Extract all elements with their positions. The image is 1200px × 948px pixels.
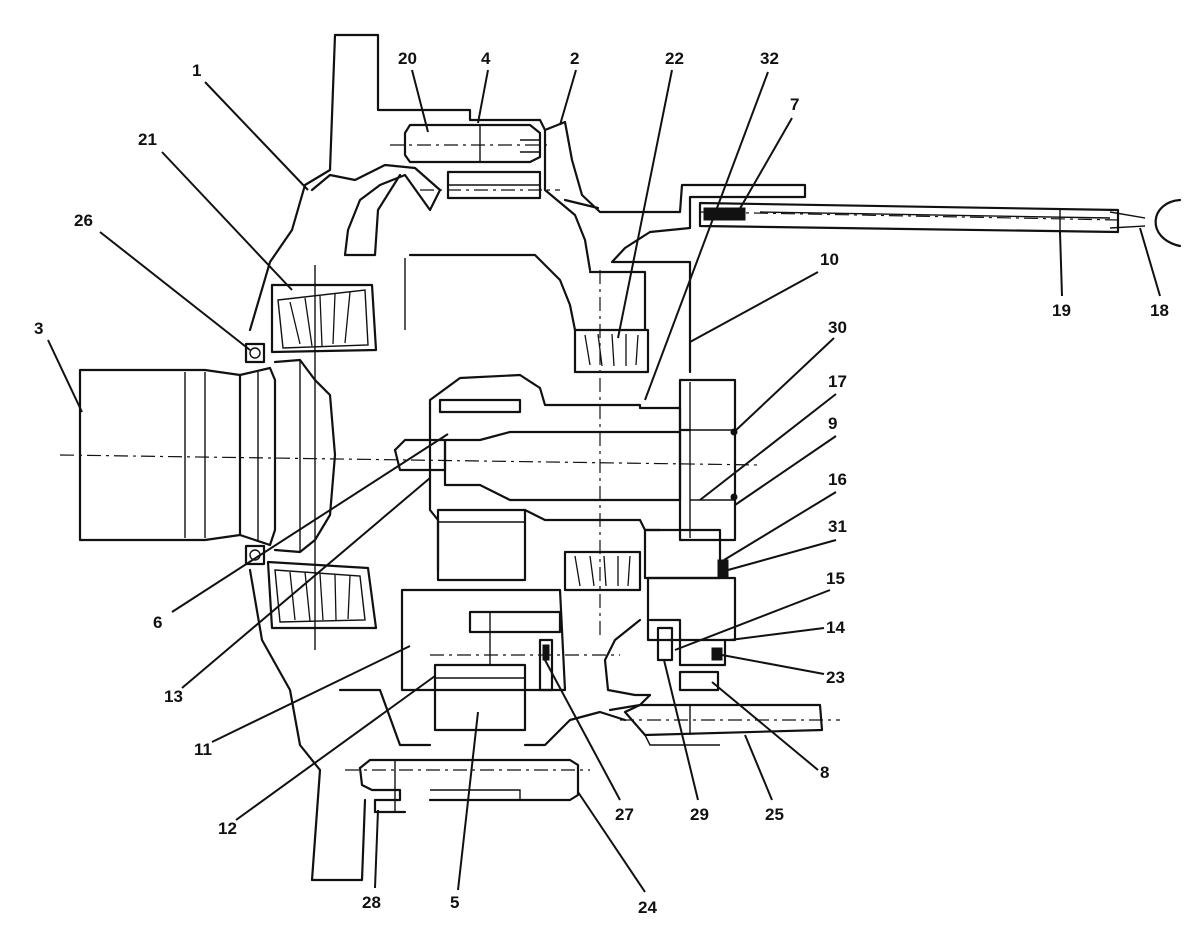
- callout-2: 2: [570, 49, 579, 68]
- callout-24: 24: [638, 898, 657, 917]
- leader-17: [699, 393, 837, 501]
- callout-18: 18: [1150, 301, 1169, 320]
- right-cover-stack: [643, 378, 738, 580]
- planet-bearing-upper: [573, 270, 650, 374]
- callout-32: 32: [760, 49, 779, 68]
- leader-22: [617, 69, 673, 339]
- leader-11: [211, 645, 411, 743]
- callout-8: 8: [820, 763, 829, 782]
- callout-labels: 1 2 3 4 5 6 7 8 9 10 11 12 13 14 15 16 1…: [34, 49, 1169, 917]
- callout-7: 7: [790, 95, 799, 114]
- callout-3: 3: [34, 319, 43, 338]
- callout-27: 27: [615, 805, 634, 824]
- leader-23: [721, 654, 825, 675]
- leader-25: [744, 734, 773, 801]
- leader-5: [457, 711, 479, 891]
- leader-3: [47, 339, 83, 413]
- seal-rings: [244, 342, 266, 566]
- callout-5: 5: [450, 893, 459, 912]
- leader-19: [1059, 231, 1063, 297]
- centerlines: [59, 144, 1121, 771]
- callout-10: 10: [820, 250, 839, 269]
- callout-19: 19: [1052, 301, 1071, 320]
- callout-13: 13: [164, 687, 183, 706]
- leader-27: [544, 659, 621, 801]
- leader-9: [734, 435, 837, 506]
- leader-29: [663, 659, 699, 801]
- callout-12: 12: [218, 819, 237, 838]
- leader-6: [171, 433, 449, 613]
- callout-31: 31: [828, 517, 847, 536]
- leader-16: [723, 491, 837, 561]
- callout-21: 21: [138, 130, 157, 149]
- callout-23: 23: [826, 668, 845, 687]
- main-bearing-lower: [266, 265, 378, 650]
- leader-10: [689, 271, 819, 343]
- callout-17: 17: [828, 372, 847, 391]
- leader-21: [161, 151, 293, 291]
- main-bearing-upper: [270, 283, 378, 354]
- callout-22: 22: [665, 49, 684, 68]
- callout-11: 11: [194, 740, 212, 759]
- callout-15: 15: [826, 569, 845, 588]
- planet-bearing-lower: [563, 550, 642, 592]
- dipstick-sensor: [698, 198, 1182, 248]
- leader-7: [737, 117, 793, 213]
- leader-28: [374, 809, 379, 889]
- leader-15: [674, 589, 831, 651]
- callout-6: 6: [153, 613, 162, 632]
- callout-29: 29: [690, 805, 709, 824]
- callout-14: 14: [826, 618, 845, 637]
- lower-right-bolt: [623, 703, 824, 746]
- leader-8: [711, 681, 819, 771]
- callout-26: 26: [74, 211, 93, 230]
- callout-28: 28: [362, 893, 381, 912]
- leader-1: [204, 81, 309, 191]
- output-hub: [78, 358, 337, 554]
- leader-2: [559, 69, 577, 126]
- leader-lines: [47, 69, 1161, 893]
- callout-1: 1: [192, 61, 201, 80]
- callout-4: 4: [481, 49, 491, 68]
- leader-14: [729, 627, 825, 641]
- callout-30: 30: [828, 318, 847, 337]
- leader-26: [99, 231, 251, 351]
- lower-gear-block: [400, 588, 567, 732]
- leader-31: [727, 539, 837, 571]
- leader-20: [411, 69, 429, 133]
- callout-16: 16: [828, 470, 847, 489]
- leader-32: [644, 71, 769, 401]
- callout-25: 25: [765, 805, 784, 824]
- callout-9: 9: [828, 414, 837, 433]
- bottom-bolt: [358, 758, 580, 814]
- leader-4: [477, 69, 489, 124]
- top-pin-and-bolt: [403, 123, 542, 200]
- leader-18: [1139, 227, 1161, 297]
- right-lower-cover: [646, 576, 737, 692]
- leader-24: [577, 791, 646, 893]
- leader-30: [733, 337, 835, 433]
- callout-20: 20: [398, 49, 417, 68]
- leader-12: [235, 675, 436, 821]
- leader-13: [181, 477, 431, 689]
